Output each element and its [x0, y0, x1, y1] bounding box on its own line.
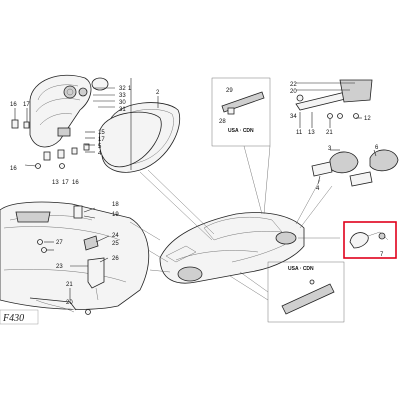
callout-32: 32 — [119, 86, 126, 92]
tail-light-right[interactable] — [349, 149, 399, 187]
callout-17-c: 17 — [62, 180, 69, 186]
callout-28: 28 — [219, 119, 226, 125]
callout-12: 12 — [364, 116, 371, 122]
callout-20: 20 — [290, 89, 297, 95]
side-marker-harness[interactable] — [29, 297, 91, 315]
callout-24: 24 — [112, 233, 119, 239]
headlight-small-parts[interactable] — [11, 119, 90, 169]
callout-17-b: 17 — [98, 137, 105, 143]
light-support-bar[interactable] — [295, 79, 373, 119]
callout-6: 6 — [375, 145, 379, 151]
bumper-leaders — [44, 207, 110, 300]
f430-logo: F430 — [0, 309, 39, 325]
callout-33: 33 — [119, 93, 126, 99]
assembly-pointer-lines — [129, 145, 340, 301]
callout-7: 7 — [380, 252, 384, 258]
callout-16-b: 16 — [10, 166, 17, 172]
usa-cdn-reflector[interactable] — [281, 279, 335, 315]
third-brake-light[interactable] — [221, 91, 265, 115]
callout-30: 30 — [119, 100, 126, 106]
callout-22: 22 — [290, 82, 297, 88]
callout-15: 15 — [98, 130, 105, 136]
callout-23: 23 — [56, 264, 63, 270]
callout-29: 29 — [226, 88, 233, 94]
headlight-leaders — [14, 78, 159, 170]
callout-numbers: 32 33 30 31 1 2 16 17 15 17 5 4 16 13 17… — [10, 82, 384, 306]
callout-21: 21 — [326, 130, 333, 136]
usa-cdn-label-top: USA · CDN — [228, 128, 254, 134]
callout-4-b: 4 — [316, 186, 320, 192]
callout-19: 19 — [112, 212, 119, 218]
callout-11: 11 — [296, 130, 303, 136]
callout-27: 27 — [56, 240, 63, 246]
headlight-assembly[interactable] — [29, 74, 92, 148]
support-leaders — [296, 82, 362, 128]
callout-18: 18 — [112, 202, 119, 208]
callout-34: 34 — [290, 114, 297, 120]
front-bumper[interactable] — [0, 201, 150, 310]
tail-light-left[interactable] — [311, 151, 359, 177]
bumper-fasteners[interactable] — [37, 239, 47, 253]
callout-2: 2 — [156, 90, 160, 96]
callout-17-a: 17 — [23, 102, 30, 108]
callout-13: 13 — [52, 180, 59, 186]
callout-3: 3 — [328, 146, 332, 152]
car-body — [159, 212, 305, 284]
brand-text: F430 — [2, 313, 24, 324]
headlight-gasket[interactable] — [98, 111, 162, 168]
fog-light-bracket[interactable] — [73, 205, 99, 251]
third-brake-light-box — [211, 77, 271, 147]
callout-16-a: 16 — [10, 102, 17, 108]
callout-20-b: 20 — [66, 300, 73, 306]
callout-16-c: 16 — [72, 180, 79, 186]
callout-21-b: 21 — [66, 282, 73, 288]
callout-31: 31 — [119, 107, 126, 113]
callout-26: 26 — [112, 256, 119, 262]
highlighted-side-indicator-box[interactable] — [343, 221, 397, 259]
side-indicator-light[interactable] — [349, 231, 389, 249]
callout-5: 5 — [98, 144, 102, 150]
callout-4: 4 — [98, 151, 102, 157]
fog-light-connector[interactable] — [87, 257, 105, 301]
headlight-bulb-cap[interactable] — [78, 77, 109, 97]
callout-13-b: 13 — [308, 130, 315, 136]
usa-cdn-label-bottom: USA · CDN — [288, 266, 314, 272]
callout-1: 1 — [128, 86, 132, 92]
callout-25: 25 — [112, 241, 119, 247]
